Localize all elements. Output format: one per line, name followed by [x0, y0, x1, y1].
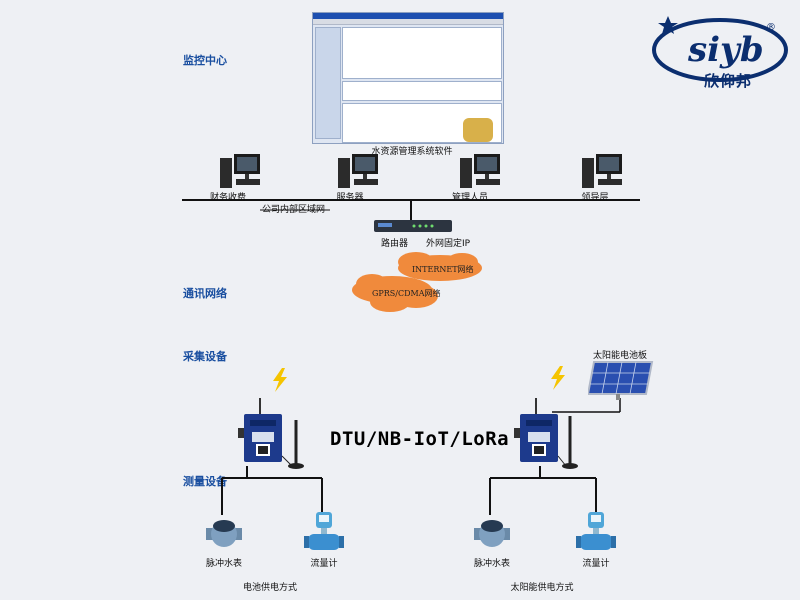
dtu-router-icon — [238, 398, 304, 469]
flow-meter-icon — [576, 512, 616, 550]
solar-panel-label: 太阳能电池板 — [593, 351, 648, 361]
meter-label: 流量计 — [310, 559, 338, 569]
section-collection: 采集设备 — [183, 350, 227, 363]
section-comm-network: 通讯网络 — [183, 287, 227, 300]
section-monitor-center: 监控中心 — [183, 54, 227, 67]
software-screenshot — [312, 12, 504, 144]
computer-icon — [460, 154, 500, 188]
dtu-router-icon — [514, 398, 578, 469]
logo-brand-en: siyb — [688, 30, 764, 70]
router-label: 路由器 — [381, 239, 409, 249]
cloud-gprs-label: GPRS/CDMA网络 — [372, 289, 441, 298]
software-label: 水资源管理系统软件 — [371, 147, 453, 157]
meter-label: 流量计 — [582, 559, 610, 569]
logo-ring-icon — [652, 16, 788, 82]
meter-label: 脉冲水表 — [205, 559, 243, 569]
computer-icon — [582, 154, 622, 188]
cloud-icon — [352, 252, 482, 312]
logo-registered: ® — [766, 22, 776, 33]
meter-label: 脉冲水表 — [473, 559, 511, 569]
computer-label: 财务收费 — [209, 193, 247, 203]
router-icon — [374, 220, 452, 232]
water-meter-icon — [206, 520, 242, 547]
computer-label: 管理人员 — [451, 193, 489, 203]
computer-icon — [220, 154, 260, 188]
left-power-label: 电池供电方式 — [242, 583, 298, 593]
device-title: DTU/NB-IoT/LoRa — [330, 428, 510, 450]
flow-meter-icon — [304, 512, 344, 550]
lan-network-label: 公司内部区域网 — [262, 205, 326, 215]
router-ip-label: 外网固定IP — [426, 239, 471, 249]
lightning-icon — [551, 366, 565, 390]
cloud-internet-label: INTERNET网络 — [412, 265, 474, 274]
computer-icon — [338, 154, 378, 188]
water-meter-icon — [474, 520, 510, 547]
right-power-label: 太阳能供电方式 — [510, 583, 574, 593]
computer-label: 领导层 — [581, 193, 609, 203]
section-measurement: 测量设备 — [183, 475, 227, 488]
computer-label: 服务器 — [336, 193, 364, 203]
solar-panel-icon — [588, 361, 654, 400]
lightning-icon — [273, 368, 287, 392]
logo-brand-cn: 欣仰邦 — [704, 72, 753, 90]
